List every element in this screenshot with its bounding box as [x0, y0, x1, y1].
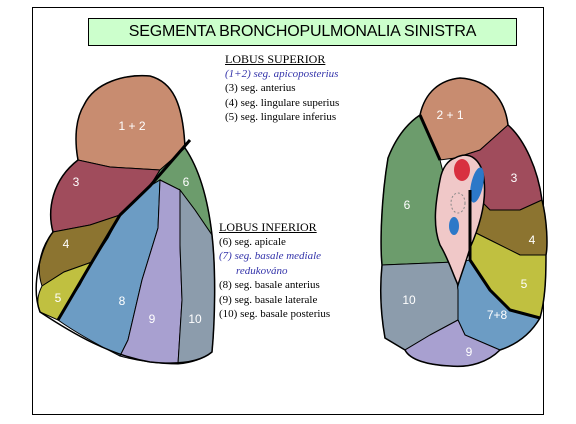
left-label-1-2: 1 + 2 — [118, 119, 145, 133]
left-label-4: 4 — [63, 237, 70, 251]
legend-item-9: (9) seg. basale laterale — [219, 293, 330, 308]
right-label-3: 3 — [511, 171, 518, 185]
left-label-3: 3 — [73, 175, 80, 189]
right-label-2-1: 2 + 1 — [436, 108, 463, 122]
left-label-10: 10 — [188, 312, 202, 326]
right-label-7-8: 7+8 — [487, 308, 508, 322]
right-vein-upper — [454, 159, 470, 181]
legend-item-3: (3) seg. anterius — [225, 81, 339, 96]
right-artery-lower — [449, 217, 459, 235]
legend-item-8: (8) seg. basale anterius — [219, 278, 330, 293]
right-label-6: 6 — [404, 198, 411, 212]
legend-heading-superior: LOBUS SUPERIOR — [225, 52, 339, 67]
legend-item-5: (5) seg. lingulare inferius — [225, 110, 339, 125]
right-label-5: 5 — [521, 277, 528, 291]
legend-item-10: (10) seg. basale posterius — [219, 307, 330, 322]
left-label-6: 6 — [183, 175, 190, 189]
legend-item-7-note: redukováno — [219, 264, 330, 279]
legend-lobus-inferior: LOBUS INFERIOR (6) seg. apicale (7) seg.… — [219, 220, 330, 322]
right-label-4: 4 — [529, 233, 536, 247]
right-label-10: 10 — [402, 293, 416, 307]
left-label-8: 8 — [119, 294, 126, 308]
legend-item-4: (4) seg. lingulare superius — [225, 96, 339, 111]
right-label-9: 9 — [466, 345, 473, 359]
right-lung-medial: 2 + 1 3 4 5 6 7+8 9 10 — [381, 78, 547, 366]
left-label-9: 9 — [149, 312, 156, 326]
legend-item-7: (7) seg. basale mediale — [219, 249, 330, 264]
left-lung-lateral: 1 + 2 3 4 5 6 8 9 10 — [36, 76, 214, 364]
legend-item-1-2: (1+2) seg. apicoposterius — [225, 67, 339, 82]
legend-lobus-superior: LOBUS SUPERIOR (1+2) seg. apicoposterius… — [225, 52, 339, 125]
legend-heading-inferior: LOBUS INFERIOR — [219, 220, 330, 235]
left-label-5: 5 — [55, 291, 62, 305]
legend-item-6: (6) seg. apicale — [219, 235, 330, 250]
